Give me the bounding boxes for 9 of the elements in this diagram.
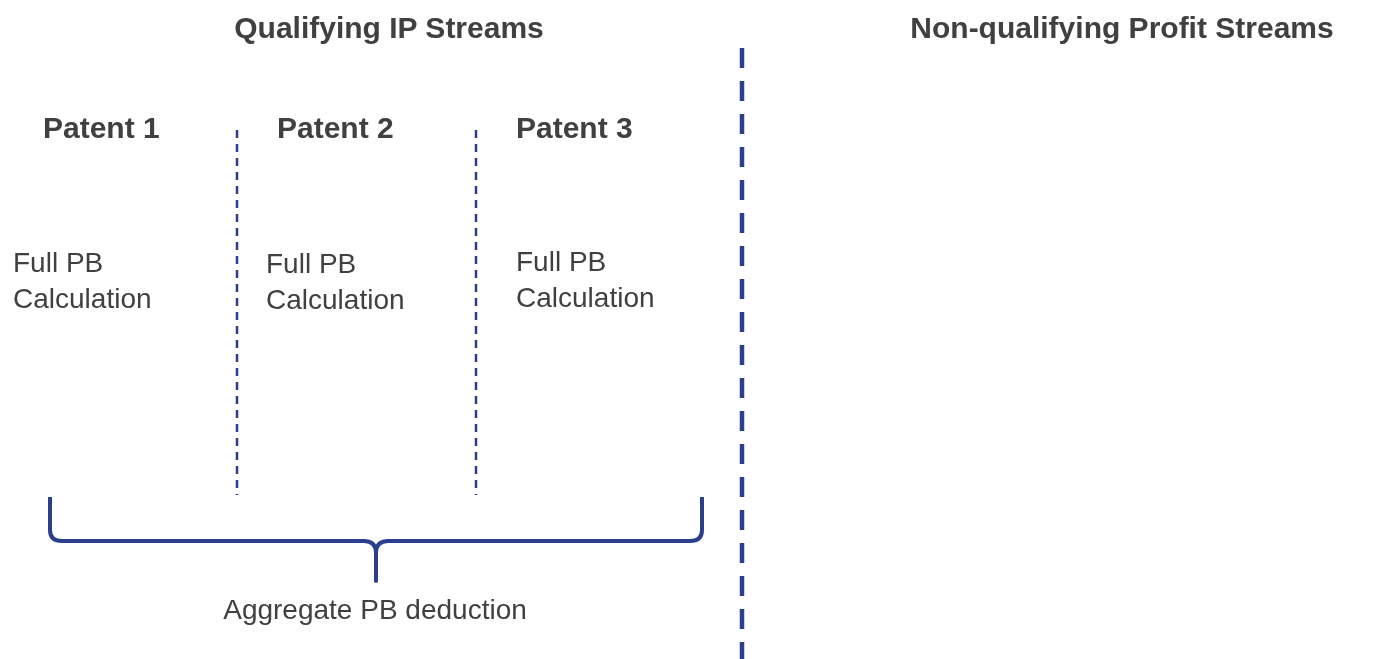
heading: Qualifying IP Streams: [234, 10, 544, 46]
label: Full PB Calculation: [13, 246, 153, 317]
label: Full PB Calculation: [516, 245, 656, 316]
label: Full PB Calculation: [266, 247, 406, 318]
heading: Patent 3: [516, 110, 633, 146]
heading: Non-qualifying Profit Streams: [910, 10, 1334, 46]
heading: Patent 1: [43, 110, 160, 146]
label: Aggregate PB deduction: [223, 593, 527, 627]
heading: Patent 2: [277, 110, 394, 146]
